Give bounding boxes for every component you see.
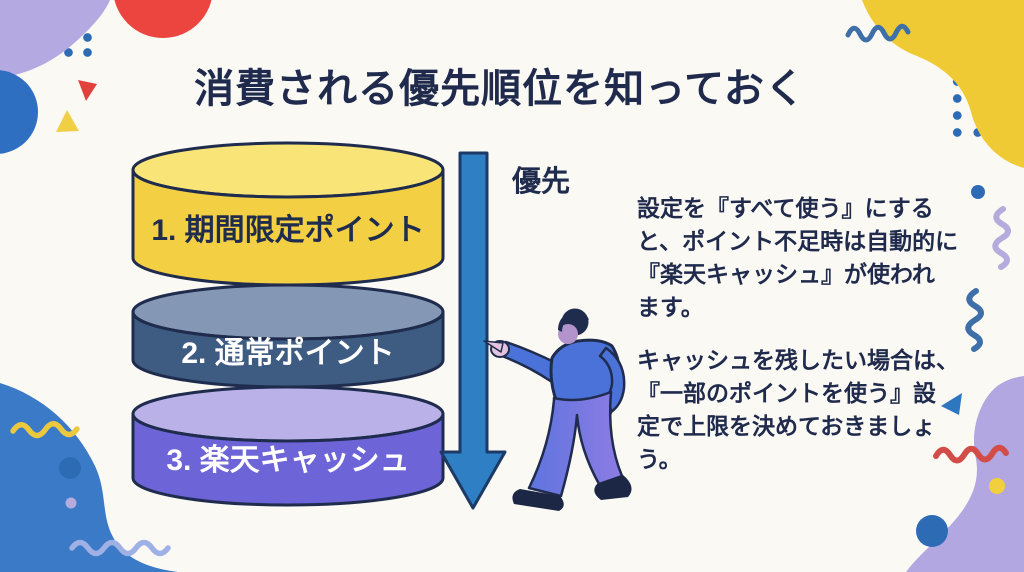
text-line: う。 <box>637 446 682 472</box>
page-title: 消費される優先順位を知っておく <box>194 67 806 111</box>
squiggle-red-bottom-right <box>933 444 1009 464</box>
triangle-yellow <box>56 110 79 132</box>
cylinder-label-2: 2. 通常ポイント <box>181 337 394 370</box>
dot-blue-right <box>971 185 985 199</box>
person-hair-curl <box>558 311 589 332</box>
circle-red-top <box>114 0 212 38</box>
explanation-text: 設定を『すべて使う』にする と、ポイント不足時は自動的に 『楽天キャッシュ』が使… <box>637 192 982 496</box>
triangle-blue-right <box>941 393 962 415</box>
cylinder-layer-2: 2. 通常ポイント <box>131 283 445 389</box>
squiggle-yellow-bottom-left <box>10 421 80 439</box>
squiggle-blue-top-right <box>845 23 911 43</box>
person-pointing-arm <box>500 340 560 384</box>
person-finger <box>483 340 504 353</box>
dot-yellow-bottom-right <box>989 478 1005 494</box>
cylinder-label-1: 1. 期間限定ポイント <box>151 213 424 247</box>
text-line: 設定を『すべて使う』にする <box>637 195 934 221</box>
text-line: と、ポイント不足時は自動的に <box>637 228 959 254</box>
explanation-paragraph-2: キャッシュを残したい場合は、 『一部のポイントを使う』設 定で上限を決めておきま… <box>637 344 982 476</box>
triangle-red <box>78 80 97 101</box>
text-line: 『楽天キャッシュ』が使われ <box>637 261 935 287</box>
blob-bottom-right <box>906 376 1024 572</box>
person-face <box>558 324 578 344</box>
text-line: 定で上限を決めておきましょ <box>637 413 936 439</box>
squiggle-blue-right <box>965 288 984 352</box>
dot-lavender-bottom-left <box>65 497 77 509</box>
circle-blue-bottom-right <box>916 515 948 547</box>
text-line: ます。 <box>637 294 704 320</box>
explanation-paragraph-1: 設定を『すべて使う』にする と、ポイント不足時は自動的に 『楽天キャッシュ』が使… <box>637 192 982 324</box>
person-illustration <box>483 308 632 511</box>
priority-arrow <box>439 151 507 510</box>
text-line: 『一部のポイントを使う』設 <box>637 380 936 406</box>
cylinder-layer-3: 3. 楽天キャッシュ <box>131 385 445 507</box>
circle-blue-bottom-left <box>59 457 81 479</box>
circle-blue-left <box>0 70 38 154</box>
cylinder-layer-1: 1. 期間限定ポイント <box>131 141 445 287</box>
person-pants <box>527 390 624 498</box>
priority-arrow-label: 優先 <box>511 165 570 198</box>
text-line: キャッシュを残したい場合は、 <box>637 347 959 373</box>
cylinder-label-3: 3. 楽天キャッシュ <box>166 444 409 477</box>
squiggle-lavender-bottom-left <box>69 539 171 557</box>
squiggle-lavender-right <box>992 206 1011 270</box>
person-shoe-left <box>512 489 564 511</box>
person-shoe-right <box>594 475 632 500</box>
